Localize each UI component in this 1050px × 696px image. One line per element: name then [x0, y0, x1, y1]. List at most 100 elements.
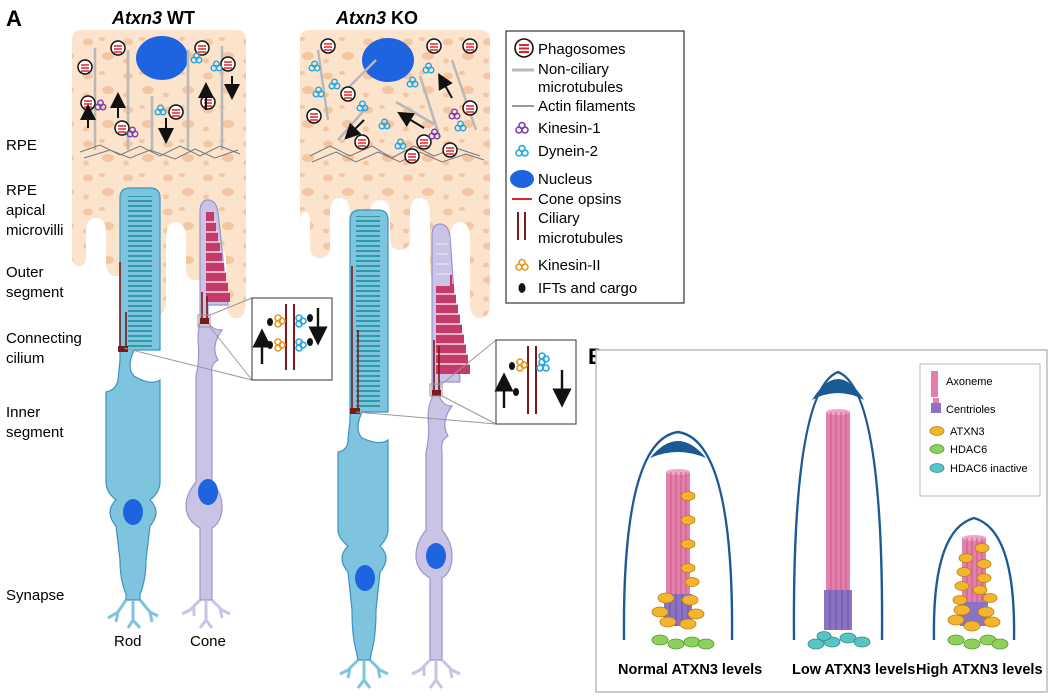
cilium-high: High ATXN3 levels — [916, 516, 1043, 678]
ko-cone-disc-lines — [436, 243, 452, 275]
phagosome-icon — [416, 134, 432, 150]
ko-cone-ciliary-mt — [432, 340, 441, 396]
ko-rod-synapse — [339, 658, 389, 689]
phagosome-icon — [80, 95, 96, 111]
phagosome-icon — [77, 59, 93, 75]
ko-title: Atxn3 KO — [335, 8, 418, 28]
phagosome-icon — [114, 120, 130, 136]
wt-cone-ciliary-mt — [200, 292, 209, 324]
atxn3-icon — [929, 426, 945, 436]
ko-rod-nucleus — [355, 565, 375, 591]
legend-nucleus: Nucleus — [538, 171, 592, 188]
wt-actin-filaments — [79, 144, 241, 160]
label-microvilli-1: RPE — [6, 182, 37, 199]
legend-nonciliary-2: microtubules — [538, 79, 623, 96]
legend-cone-opsins: Cone opsins — [538, 191, 621, 208]
label-conn-2: cilium — [6, 350, 44, 367]
legend-nonciliary-1: Non-ciliary — [538, 61, 609, 78]
atxn3-molecules — [947, 543, 1001, 632]
wt-nucleus — [136, 36, 188, 80]
hdac6-molecules — [651, 634, 715, 650]
hdac6-icon — [929, 444, 945, 454]
label-synapse: Synapse — [6, 587, 64, 604]
legend-ciliary-2: microtubules — [538, 230, 623, 247]
phagosome-icon — [200, 94, 216, 110]
phagosome-icon — [354, 134, 370, 150]
ko-dynein2-motors — [308, 60, 467, 150]
ko-rod-ciliary-mt — [350, 266, 360, 414]
hdac6-inactive-molecules — [807, 631, 871, 650]
dynein-icons — [536, 352, 550, 372]
phagosome-icon — [306, 108, 322, 124]
wt-rod-nucleus — [123, 499, 143, 525]
centrioles-icon — [931, 403, 941, 413]
phagosome-icon — [194, 40, 210, 56]
wt-cilium-inset — [123, 297, 333, 381]
ko-cone-nucleus — [426, 543, 446, 569]
nucleus-icon — [510, 170, 534, 188]
phagosome-icon — [426, 38, 442, 54]
legend-axoneme: Axoneme — [946, 376, 992, 388]
label-microvilli-2: apical — [6, 202, 45, 219]
dynein-icons — [295, 314, 307, 352]
wt-title: Atxn3 WT — [111, 8, 195, 28]
legend-actin: Actin filaments — [538, 98, 636, 115]
legend-ciliary-1: Ciliary — [538, 210, 580, 227]
ko-kinesin1-motors — [428, 108, 461, 140]
legend-phagosomes: Phagosomes — [538, 41, 626, 58]
kinesin1-icon — [515, 121, 529, 134]
wt-phagosomes — [77, 40, 236, 136]
membrane-arc — [932, 516, 1016, 641]
label-inner-1: Inner — [6, 404, 40, 421]
legend-hdac6: HDAC6 — [950, 444, 987, 456]
wt-rod-cell: Rod — [105, 187, 161, 650]
label-microvilli-3: microvilli — [6, 222, 64, 239]
panel-a-letter: A — [6, 6, 22, 31]
membrane-arc — [622, 430, 734, 641]
label-outer-1: Outer — [6, 264, 44, 281]
ko-phagosomes — [306, 38, 478, 164]
ko-rod-discs — [356, 216, 380, 410]
kinesin-ii-icons — [274, 314, 286, 352]
wt-cone-nucleus — [198, 479, 218, 505]
caption-high: High ATXN3 levels — [916, 662, 1043, 678]
wt-rod-discs — [128, 196, 152, 348]
cilium-low: Low ATXN3 levels — [792, 370, 915, 678]
legend-atxn3: ATXN3 — [950, 426, 985, 438]
panel-a-legend: Phagosomes Non-ciliary microtubules Acti… — [505, 30, 685, 304]
ift-cargo-icons — [509, 362, 519, 396]
cilium-normal: Normal ATXN3 levels — [618, 430, 762, 678]
legend-dynein2: Dynein-2 — [538, 143, 598, 160]
phagosome-icon — [340, 86, 356, 102]
ift-icon — [518, 283, 526, 293]
rod-label: Rod — [114, 633, 142, 650]
centrioles — [824, 590, 852, 630]
caption-low: Low ATXN3 levels — [792, 662, 915, 678]
phagosome-icon — [404, 148, 420, 164]
ko-cone-opsin-lines — [436, 293, 470, 365]
cone-label: Cone — [190, 633, 226, 650]
atxn3-molecules — [651, 491, 705, 630]
ko-transport-arrows — [344, 73, 453, 140]
wt-rod-synapse — [107, 599, 159, 629]
ko-cone-synapse — [411, 658, 461, 689]
legend-kinesin2: Kinesin-II — [538, 257, 601, 274]
wt-cone-synapse — [181, 598, 231, 629]
phagosome-icon — [220, 56, 236, 72]
axoneme-icon — [931, 371, 938, 397]
label-rpe: RPE — [6, 137, 37, 154]
ciliary-mt-icon — [517, 212, 526, 240]
label-conn-1: Connecting — [6, 330, 82, 347]
panel-b-legend: Axoneme Centrioles ATXN3 HDAC6 HDAC6 ina… — [919, 363, 1041, 497]
wt-dynein2-motors — [154, 52, 223, 116]
ko-rpe-cell — [300, 30, 490, 318]
legend-box — [505, 30, 685, 304]
ko-nucleus — [362, 38, 414, 82]
layer-labels: RPE RPE apical microvilli Outer segment … — [6, 137, 82, 604]
phagosome-icon — [168, 104, 184, 120]
wt-kinesin1-motors — [94, 99, 139, 138]
dynein2-icon — [515, 144, 529, 157]
legend-kinesin1: Kinesin-1 — [538, 120, 601, 137]
label-inner-2: segment — [6, 424, 64, 441]
ciliary-tip-cap — [650, 441, 706, 458]
